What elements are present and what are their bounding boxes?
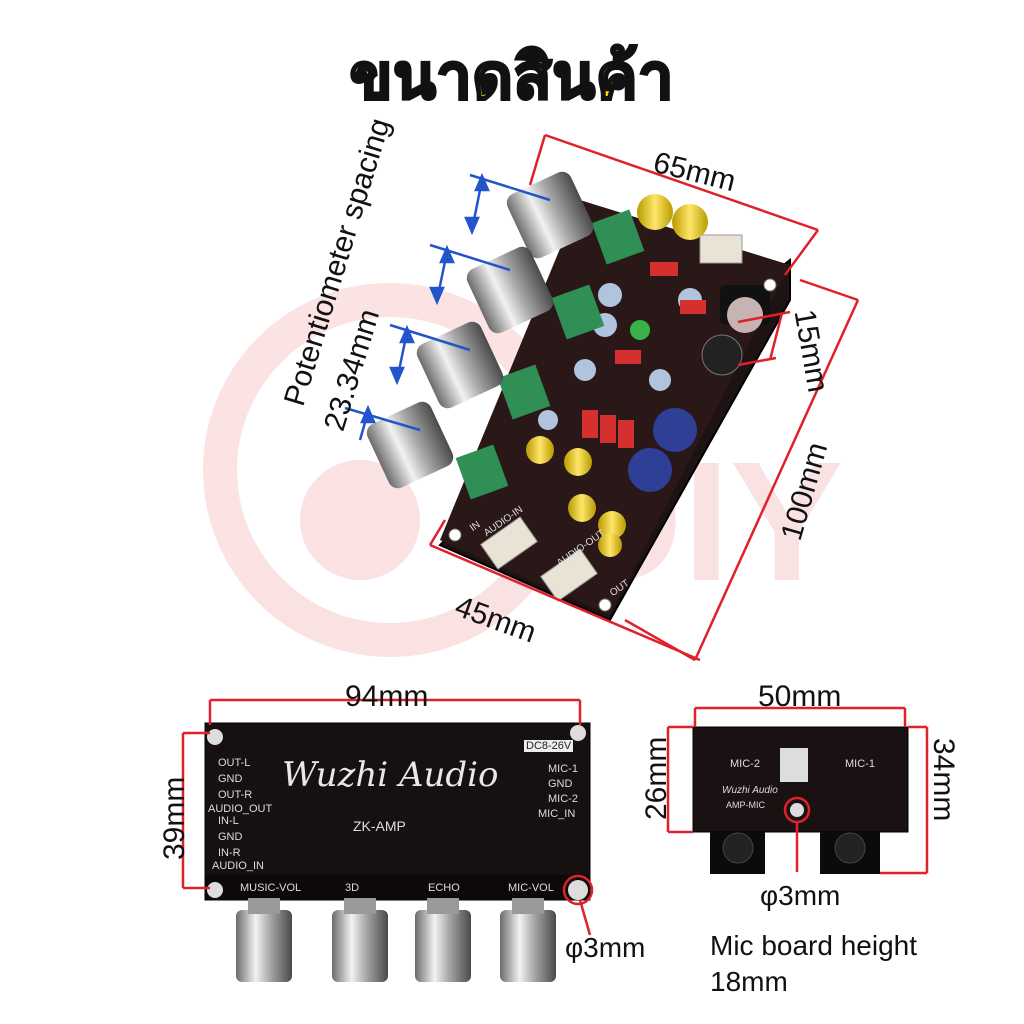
- knob-3d-label: 3D: [345, 882, 360, 894]
- mic-in-label: MIC_IN: [538, 808, 576, 820]
- mic-board-model: AMP-MIC: [726, 800, 765, 810]
- pot-spacing-arrows: [344, 172, 551, 441]
- mic-board-height-line2: 18mm: [710, 966, 788, 997]
- mic2-label: MIC-2: [548, 793, 578, 805]
- dim-94mm: 94mm: [345, 680, 429, 713]
- out-r-label: OUT-R: [218, 789, 253, 801]
- in-l-label: IN-L: [218, 815, 239, 827]
- dim-34mm: 34mm: [927, 738, 960, 822]
- power-label: DC8-26V: [524, 740, 574, 752]
- hole-mic-label: φ3mm: [760, 880, 841, 911]
- gnd3-label: GND: [548, 778, 573, 790]
- audio-out-label: AUDIO_OUT: [208, 803, 273, 815]
- back-board: [204, 722, 594, 982]
- mic-board: [692, 726, 909, 874]
- hole-back-label: φ3mm: [565, 932, 646, 963]
- top-dimension-lines: [428, 133, 860, 662]
- mic-board-right-label: MIC-1: [845, 758, 875, 770]
- gnd1-label: GND: [218, 773, 243, 785]
- mic-dimension-lines: [666, 706, 929, 875]
- mic-board-brand: Wuzhi Audio: [722, 785, 778, 796]
- mic1-label: MIC-1: [548, 763, 578, 775]
- out-l-label: OUT-L: [218, 757, 251, 769]
- knob-mic-vol-label: MIC-VOL: [508, 882, 554, 894]
- dim-26mm: 26mm: [640, 736, 673, 820]
- mic-board-height-line1: Mic board height: [710, 930, 918, 961]
- top-board: [366, 171, 791, 622]
- mic-board-left-label: MIC-2: [730, 758, 760, 770]
- audio-in-label: AUDIO_IN: [212, 860, 264, 872]
- in-r-label: IN-R: [218, 847, 241, 859]
- brand-script: Wuzhi Audio: [282, 755, 499, 795]
- back-dimension-lines: [181, 698, 592, 936]
- dim-39mm: 39mm: [158, 776, 191, 860]
- knob-music-vol-label: MUSIC-VOL: [240, 882, 302, 894]
- knob-echo-label: ECHO: [428, 882, 460, 894]
- gnd2-label: GND: [218, 831, 243, 843]
- model-label: ZK-AMP: [353, 818, 406, 834]
- page-title: ขนาดสินค้า: [348, 39, 675, 115]
- dim-50mm: 50mm: [758, 680, 842, 713]
